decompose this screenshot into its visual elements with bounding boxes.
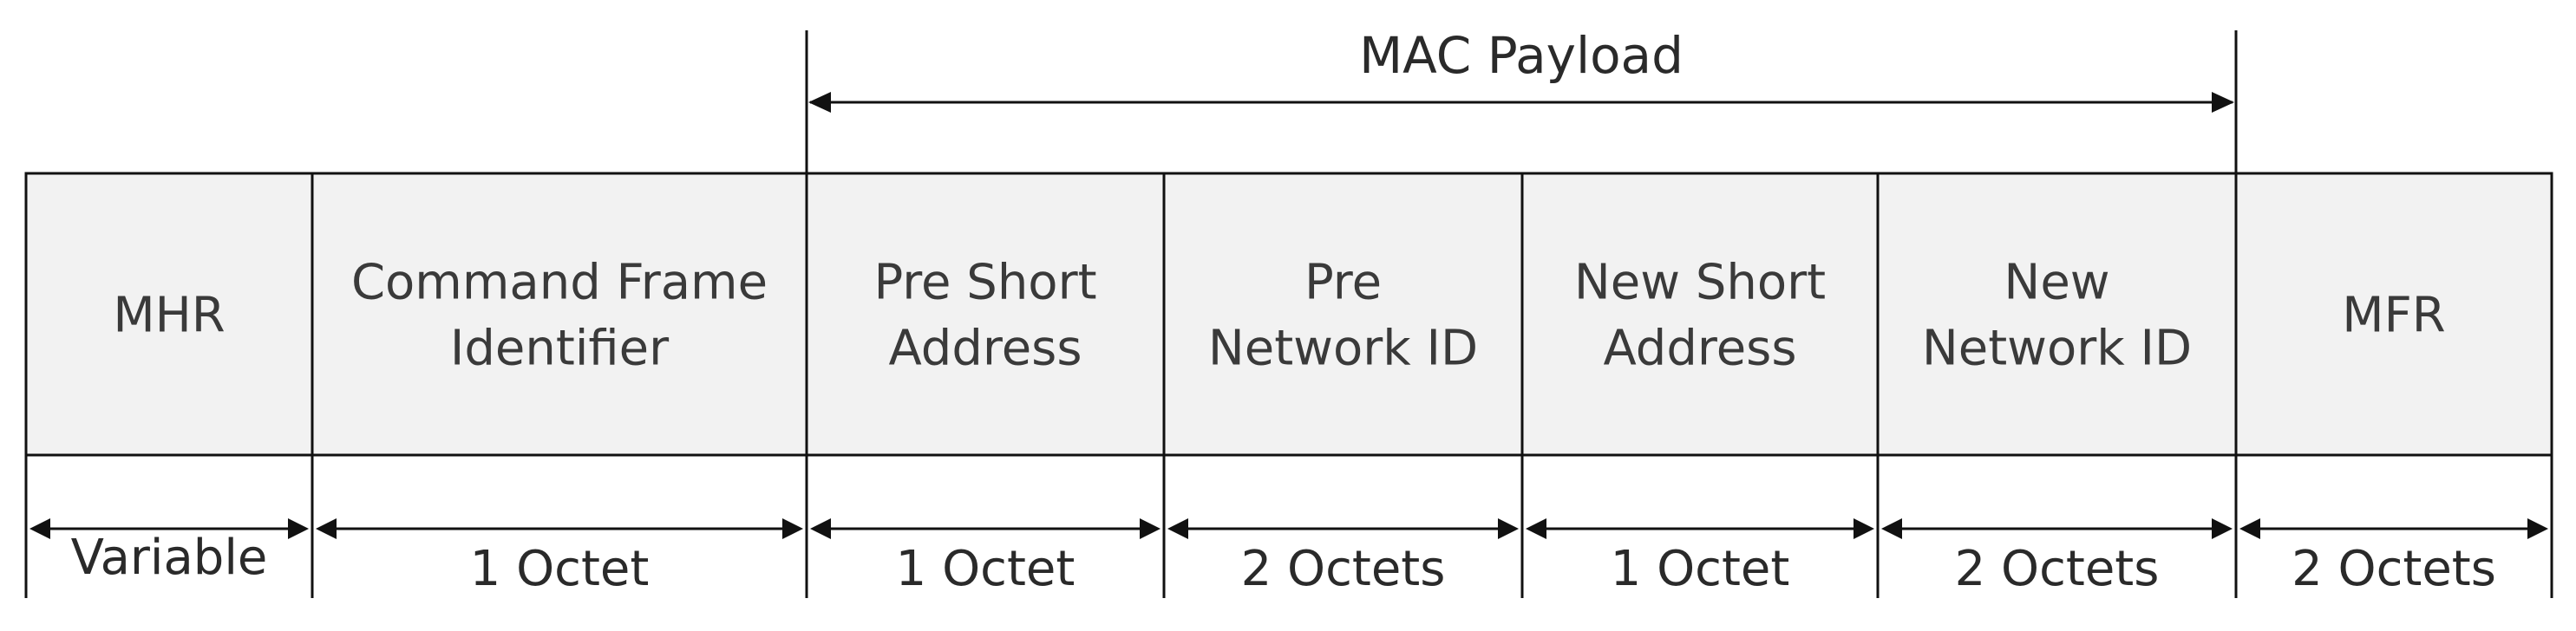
size-arrowhead-right	[1854, 518, 1874, 539]
size-label-new-network-id: 2 Octets	[1955, 541, 2160, 597]
field-cell-new-network-id	[1876, 172, 2238, 457]
field-label-command-frame-identifier-line-1: Command Frame	[351, 255, 768, 311]
size-arrowhead-right	[1498, 518, 1519, 539]
field-label-command-frame-identifier-line-2: Identifier	[450, 321, 670, 377]
size-arrowhead-right	[288, 518, 309, 539]
field-cell-mfr	[2234, 172, 2553, 457]
size-arrowhead-left	[316, 518, 337, 539]
mac-payload-header: MAC Payload	[805, 26, 2238, 173]
field-cell-command-frame-identifier	[311, 172, 808, 457]
size-arrowhead-left	[29, 518, 50, 539]
size-label-mhr: Variable	[71, 530, 268, 586]
field-label-mhr-line-1: MHR	[113, 288, 225, 344]
field-label-pre-network-id-line-1: Pre	[1304, 255, 1382, 311]
field-label-new-network-id-line-2: Network ID	[1922, 321, 2192, 377]
size-arrowhead-right	[782, 518, 803, 539]
size-label-pre-short-address: 1 Octet	[896, 541, 1076, 597]
payload-arrowhead-left	[808, 92, 831, 113]
field-label-new-short-address-line-1: New Short	[1574, 255, 1826, 311]
field-cell-mhr	[24, 172, 314, 457]
size-arrowhead-left	[2239, 518, 2260, 539]
field-label-pre-short-address-line-2: Address	[888, 321, 1082, 377]
field-cell-pre-network-id	[1162, 172, 1524, 457]
field-label-new-short-address-line-2: Address	[1603, 321, 1796, 377]
field-label-pre-network-id-line-2: Network ID	[1208, 321, 1478, 377]
size-arrowhead-left	[1881, 518, 1902, 539]
size-arrowhead-right	[2527, 518, 2548, 539]
size-arrowhead-left	[1526, 518, 1546, 539]
field-sizes: Variable 1 Octet 1 Octet 2 Octets 1 Octet 2 O…	[24, 455, 2553, 598]
size-arrowhead-right	[2212, 518, 2233, 539]
size-arrowhead-left	[1167, 518, 1188, 539]
field-label-new-network-id-line-1: New	[2004, 255, 2109, 311]
size-label-new-short-address: 1 Octet	[1611, 541, 1790, 597]
payload-title: MAC Payload	[1359, 26, 1684, 85]
size-arrowhead-right	[1140, 518, 1161, 539]
field-cell-new-short-address	[1520, 172, 1880, 457]
field-cell-pre-short-address	[805, 172, 1166, 457]
size-label-mfr: 2 Octets	[2292, 541, 2496, 597]
payload-arrowhead-right	[2212, 92, 2234, 113]
size-label-pre-network-id: 2 Octets	[1241, 541, 1446, 597]
size-label-command-frame-identifier: 1 Octet	[470, 541, 650, 597]
field-label-mfr-line-1: MFR	[2342, 288, 2445, 344]
size-arrowhead-left	[810, 518, 831, 539]
field-label-pre-short-address-line-1: Pre Short	[873, 255, 1096, 311]
